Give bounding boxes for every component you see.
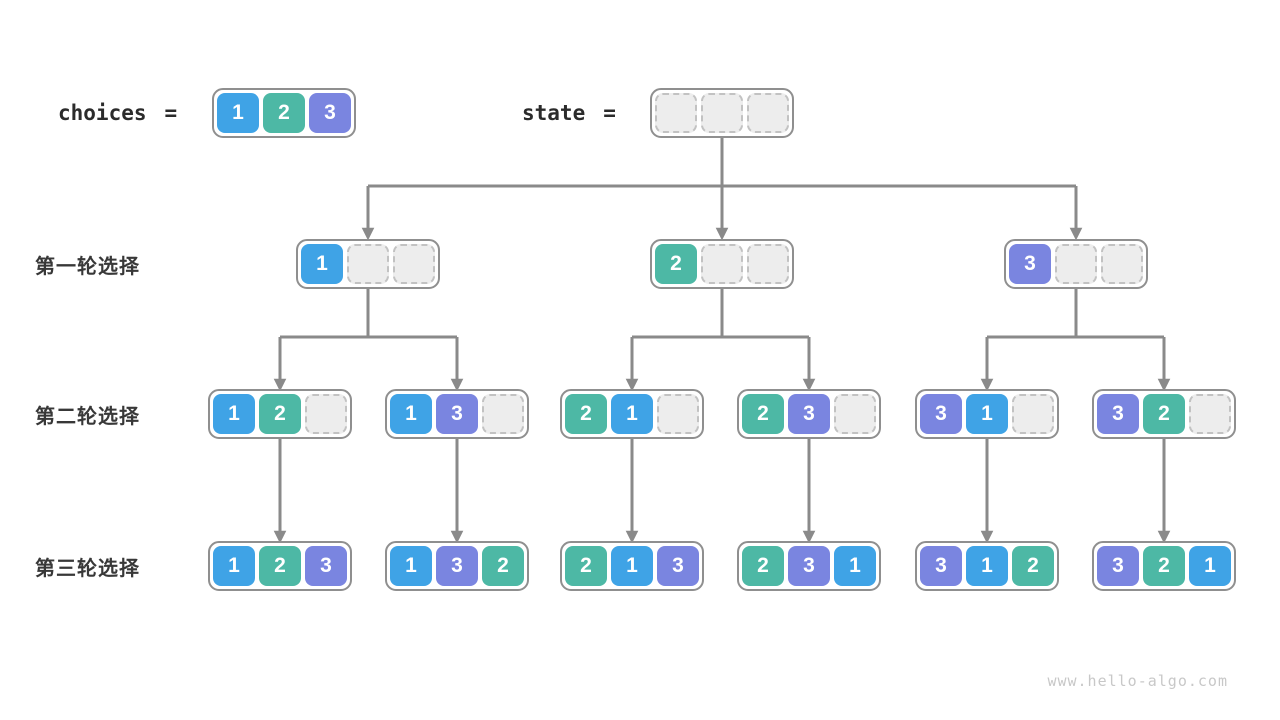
state-cell-1: 1 xyxy=(834,546,876,586)
state-cell-3: 3 xyxy=(1097,546,1139,586)
empty-cell xyxy=(701,93,743,133)
state-cell-3: 3 xyxy=(1009,244,1051,284)
state-cell-1: 1 xyxy=(213,394,255,434)
empty-cell xyxy=(655,93,697,133)
state-cell-1: 1 xyxy=(217,93,259,133)
state-box-r1-1: 1 xyxy=(296,239,440,289)
state-cell-2: 2 xyxy=(259,394,301,434)
state-cell-2: 2 xyxy=(742,394,784,434)
state-cell-2: 2 xyxy=(263,93,305,133)
state-expression: state = xyxy=(522,88,616,138)
empty-cell xyxy=(305,394,347,434)
round-3-label: 第三轮选择 xyxy=(35,557,140,580)
state-cell-2: 2 xyxy=(655,244,697,284)
empty-cell xyxy=(1055,244,1097,284)
empty-cell xyxy=(701,244,743,284)
state-cell-2: 2 xyxy=(565,546,607,586)
state-cell-2: 2 xyxy=(482,546,524,586)
state-box-r1-3: 3 xyxy=(1004,239,1148,289)
empty-cell xyxy=(393,244,435,284)
empty-cell xyxy=(1012,394,1054,434)
state-cell-3: 3 xyxy=(657,546,699,586)
state-cell-1: 1 xyxy=(390,546,432,586)
choices-label: choices xyxy=(58,101,147,125)
empty-cell xyxy=(834,394,876,434)
state-label: state xyxy=(522,101,586,125)
state-cell-3: 3 xyxy=(309,93,351,133)
state-cell-1: 1 xyxy=(301,244,343,284)
state-cell-1: 1 xyxy=(1189,546,1231,586)
empty-cell xyxy=(747,244,789,284)
state-cell-1: 1 xyxy=(213,546,255,586)
state-cell-2: 2 xyxy=(742,546,784,586)
state-cell-1: 1 xyxy=(611,394,653,434)
state-cell-3: 3 xyxy=(788,394,830,434)
round-2-label: 第二轮选择 xyxy=(35,405,140,428)
state-cell-2: 2 xyxy=(259,546,301,586)
state-cell-1: 1 xyxy=(966,394,1008,434)
state-cell-1: 1 xyxy=(390,394,432,434)
choices-expression: choices = xyxy=(58,88,177,138)
equals-sign: = xyxy=(603,101,616,125)
state-cell-1: 1 xyxy=(966,546,1008,586)
state-cell-3: 3 xyxy=(788,546,830,586)
state-cell-2: 2 xyxy=(1143,546,1185,586)
round-1-label: 第一轮选择 xyxy=(35,255,140,278)
state-cell-2: 2 xyxy=(1143,394,1185,434)
state-cell-3: 3 xyxy=(920,546,962,586)
empty-cell xyxy=(482,394,524,434)
empty-cell xyxy=(1189,394,1231,434)
state-cell-2: 2 xyxy=(1012,546,1054,586)
empty-cell xyxy=(1101,244,1143,284)
state-cell-2: 2 xyxy=(565,394,607,434)
state-cell-3: 3 xyxy=(305,546,347,586)
empty-cell xyxy=(657,394,699,434)
state-cell-3: 3 xyxy=(436,394,478,434)
state-box-root xyxy=(650,88,794,138)
state-cell-3: 3 xyxy=(920,394,962,434)
state-cell-1: 1 xyxy=(611,546,653,586)
empty-cell xyxy=(747,93,789,133)
state-cell-3: 3 xyxy=(436,546,478,586)
state-cell-3: 3 xyxy=(1097,394,1139,434)
site-watermark: www.hello-algo.com xyxy=(1047,672,1228,690)
state-box-r1-2: 2 xyxy=(650,239,794,289)
equals-sign: = xyxy=(164,101,178,125)
empty-cell xyxy=(347,244,389,284)
